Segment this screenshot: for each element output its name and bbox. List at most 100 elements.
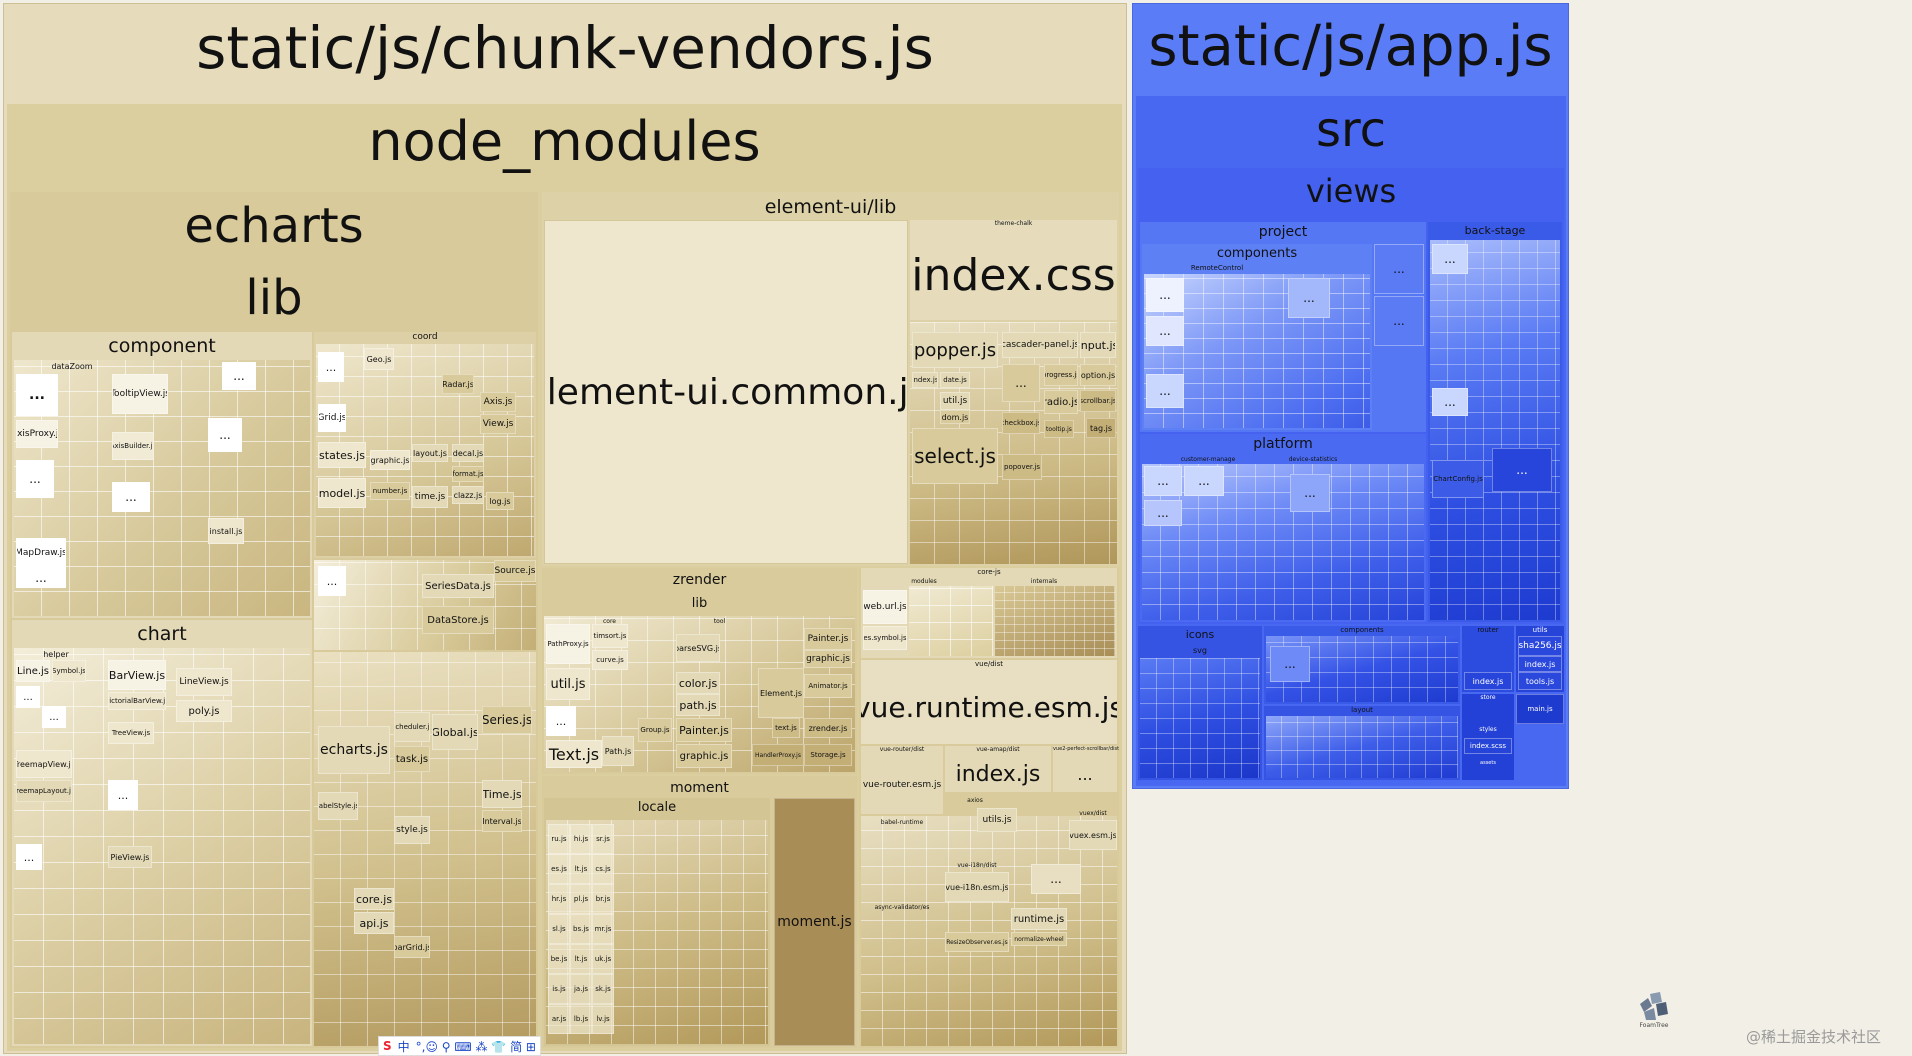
element-js-tile[interactable]: Element.js: [758, 668, 804, 718]
locale-file-tile[interactable]: sk.js: [592, 974, 614, 1004]
echarts-chart-group[interactable]: chart helper Line.js Symbol.js BarView.j…: [12, 620, 312, 1046]
locale-file-tile[interactable]: sl.js: [548, 914, 570, 944]
interval-tile[interactable]: Interval.js: [482, 810, 522, 832]
element-common-tile[interactable]: element-ui.common.js: [544, 220, 908, 564]
bs-tile-b[interactable]: ...: [1432, 388, 1468, 416]
view-tile[interactable]: View.js: [480, 414, 516, 434]
index-tile[interactable]: index.js: [912, 372, 938, 388]
vendors-chunk[interactable]: static/js/chunk-vendors.js node_modules …: [3, 3, 1127, 1054]
pc-tile-c[interactable]: ...: [1146, 374, 1184, 408]
layout-tile[interactable]: layout.js: [412, 444, 448, 462]
handlerproxy-tile[interactable]: HandlerProxy.js: [752, 744, 804, 766]
pc-tile-d[interactable]: ...: [1288, 278, 1330, 318]
pf-tile-c[interactable]: ...: [1144, 500, 1182, 526]
seriesdata-tile[interactable]: SeriesData.js: [422, 574, 494, 598]
internals-mosaic[interactable]: [995, 586, 1115, 656]
icons-mosaic[interactable]: [1140, 658, 1260, 778]
parsesvg-tile[interactable]: parseSVG.js: [676, 634, 720, 662]
utils-tile-a[interactable]: ...: [1002, 364, 1040, 402]
indexscss-tile[interactable]: index.scss: [1464, 738, 1512, 754]
source-tile[interactable]: Source.js: [494, 560, 536, 582]
painterjs-tile[interactable]: Painter.js: [804, 628, 852, 650]
utils-group[interactable]: utils popper.js cascader-panel.js input.…: [910, 322, 1117, 564]
zrenderjs-tile[interactable]: zrender.js: [804, 718, 852, 738]
tools-tile[interactable]: tools.js: [1518, 672, 1562, 690]
echarts-core-group[interactable]: core.js echarts.js Scheduler.js Global.j…: [314, 652, 536, 1046]
vuei18n-tile[interactable]: vue-i18n.esm.js: [945, 872, 1009, 902]
clazz-tile[interactable]: clazz.js: [452, 486, 484, 504]
app-utils-group[interactable]: utils sha256.js index.js tools.js: [1516, 626, 1564, 692]
router-index-tile[interactable]: index.js: [1464, 672, 1512, 690]
component-tile-e[interactable]: ...: [16, 568, 66, 588]
resize-tile[interactable]: ResizeObserver.es.js: [945, 932, 1009, 952]
z-path-tile[interactable]: path.js: [676, 694, 720, 716]
project-tile-a[interactable]: ...: [1374, 244, 1424, 294]
data-tile-a[interactable]: ...: [318, 566, 346, 596]
pf-tile-b[interactable]: ...: [1184, 466, 1224, 496]
mapdraw-tile[interactable]: MapDraw.js: [16, 538, 66, 568]
utils-index-tile[interactable]: index.js: [1518, 656, 1562, 672]
component-tile-d[interactable]: ...: [222, 362, 256, 390]
ime-toolbar[interactable]: S 中 °,☺ ⚲ ⌨ ⁂ 👕 简 ⊞: [378, 1036, 541, 1056]
symbol-tile[interactable]: Symbol.js: [52, 660, 86, 682]
bs-tile-c[interactable]: ...: [1492, 448, 1552, 492]
labelstyle-tile[interactable]: labelStyle.js: [318, 792, 358, 820]
locale-file-tile[interactable]: ja.js: [570, 974, 592, 1004]
corejs-tile[interactable]: core.js: [354, 888, 394, 910]
chart-tile-d[interactable]: ...: [16, 844, 42, 870]
vuerouter-group[interactable]: vue-router/dist vue-router.esm.js: [861, 746, 943, 814]
src-comp-tile[interactable]: ...: [1270, 646, 1310, 682]
scheduler-tile[interactable]: Scheduler.js: [394, 712, 430, 742]
locale-file-tile[interactable]: mr.js: [592, 914, 614, 944]
grid-tile[interactable]: Grid.js: [318, 404, 346, 432]
src-group[interactable]: src views project components RemoteContr…: [1136, 96, 1566, 786]
locale-file-tile[interactable]: sr.js: [592, 824, 614, 854]
locale-file-tile[interactable]: br.js: [592, 884, 614, 914]
project-tile-b[interactable]: ...: [1374, 296, 1424, 346]
tag-tile[interactable]: tag.js: [1086, 418, 1116, 438]
dom-tile[interactable]: dom.js: [940, 410, 970, 424]
pictorialbar-tile[interactable]: PictorialBarView.js: [108, 692, 166, 710]
project-components-group[interactable]: components RemoteControl ... ... ... ...: [1142, 244, 1372, 430]
sha256-tile[interactable]: sha256.js: [1518, 636, 1562, 656]
number-tile[interactable]: number.js: [370, 482, 410, 500]
chart-tile-b[interactable]: ...: [42, 706, 66, 728]
z-util-tile[interactable]: util.js: [546, 668, 590, 700]
platform-group[interactable]: platform customer-manage device-statisti…: [1140, 434, 1426, 622]
echartsjs-tile[interactable]: echarts.js: [318, 726, 390, 774]
curve-tile[interactable]: curve.js: [592, 650, 628, 670]
ime-tools[interactable]: °,☺ ⚲ ⌨ ⁂ 👕 简 ⊞: [415, 1039, 536, 1054]
locale-file-tile[interactable]: hr.js: [548, 884, 570, 914]
echarts-data-group[interactable]: ... SeriesData.js Source.js DataStore.js: [314, 560, 536, 650]
graphic-tile[interactable]: graphic.js: [370, 450, 410, 470]
series-tile[interactable]: Series.js: [482, 706, 532, 734]
radio-tile[interactable]: radio.js: [1044, 390, 1078, 414]
amap-index-tile[interactable]: index.js: [945, 756, 1051, 792]
locale-file-tile[interactable]: lb.js: [570, 1004, 592, 1034]
pieview-tile[interactable]: PieView.js: [108, 846, 152, 868]
chartconfig-tile[interactable]: ChartConfig.js: [1432, 460, 1484, 498]
decal-tile[interactable]: decal.js: [452, 444, 484, 462]
main-tile[interactable]: main.js: [1516, 694, 1564, 724]
locale-file-tile[interactable]: ru.js: [548, 824, 570, 854]
animator-tile[interactable]: Animator.js: [804, 674, 852, 698]
group-tile[interactable]: Group.js: [638, 718, 672, 742]
text-tile[interactable]: Text.js: [546, 740, 602, 768]
essymbol-tile[interactable]: es.symbol.js: [863, 626, 907, 650]
progress-tile[interactable]: progress.js: [1044, 364, 1078, 386]
z-tile-a[interactable]: ...: [546, 706, 576, 736]
zrender-group[interactable]: zrender lib PathProxy.js timsort.js curv…: [542, 568, 857, 774]
line-tile[interactable]: Line.js: [16, 660, 50, 682]
util-tile[interactable]: util.js: [940, 392, 970, 410]
locale-file-tile[interactable]: pl.js: [570, 884, 592, 914]
pc-tile-a[interactable]: ...: [1146, 278, 1184, 312]
lineview-tile[interactable]: LineView.js: [176, 668, 232, 696]
storage-tile[interactable]: Storage.js: [804, 744, 852, 766]
vueruntime-tile[interactable]: vue.runtime.esm.js: [861, 670, 1117, 744]
geo-tile[interactable]: Geo.js: [364, 348, 394, 370]
backstage-group[interactable]: back-stage ... ... ChartConfig.js ...: [1428, 222, 1562, 622]
locale-file-tile[interactable]: hi.js: [570, 824, 592, 854]
echarts-group[interactable]: echarts lib component dataZoom ... Toolt…: [10, 192, 538, 1048]
